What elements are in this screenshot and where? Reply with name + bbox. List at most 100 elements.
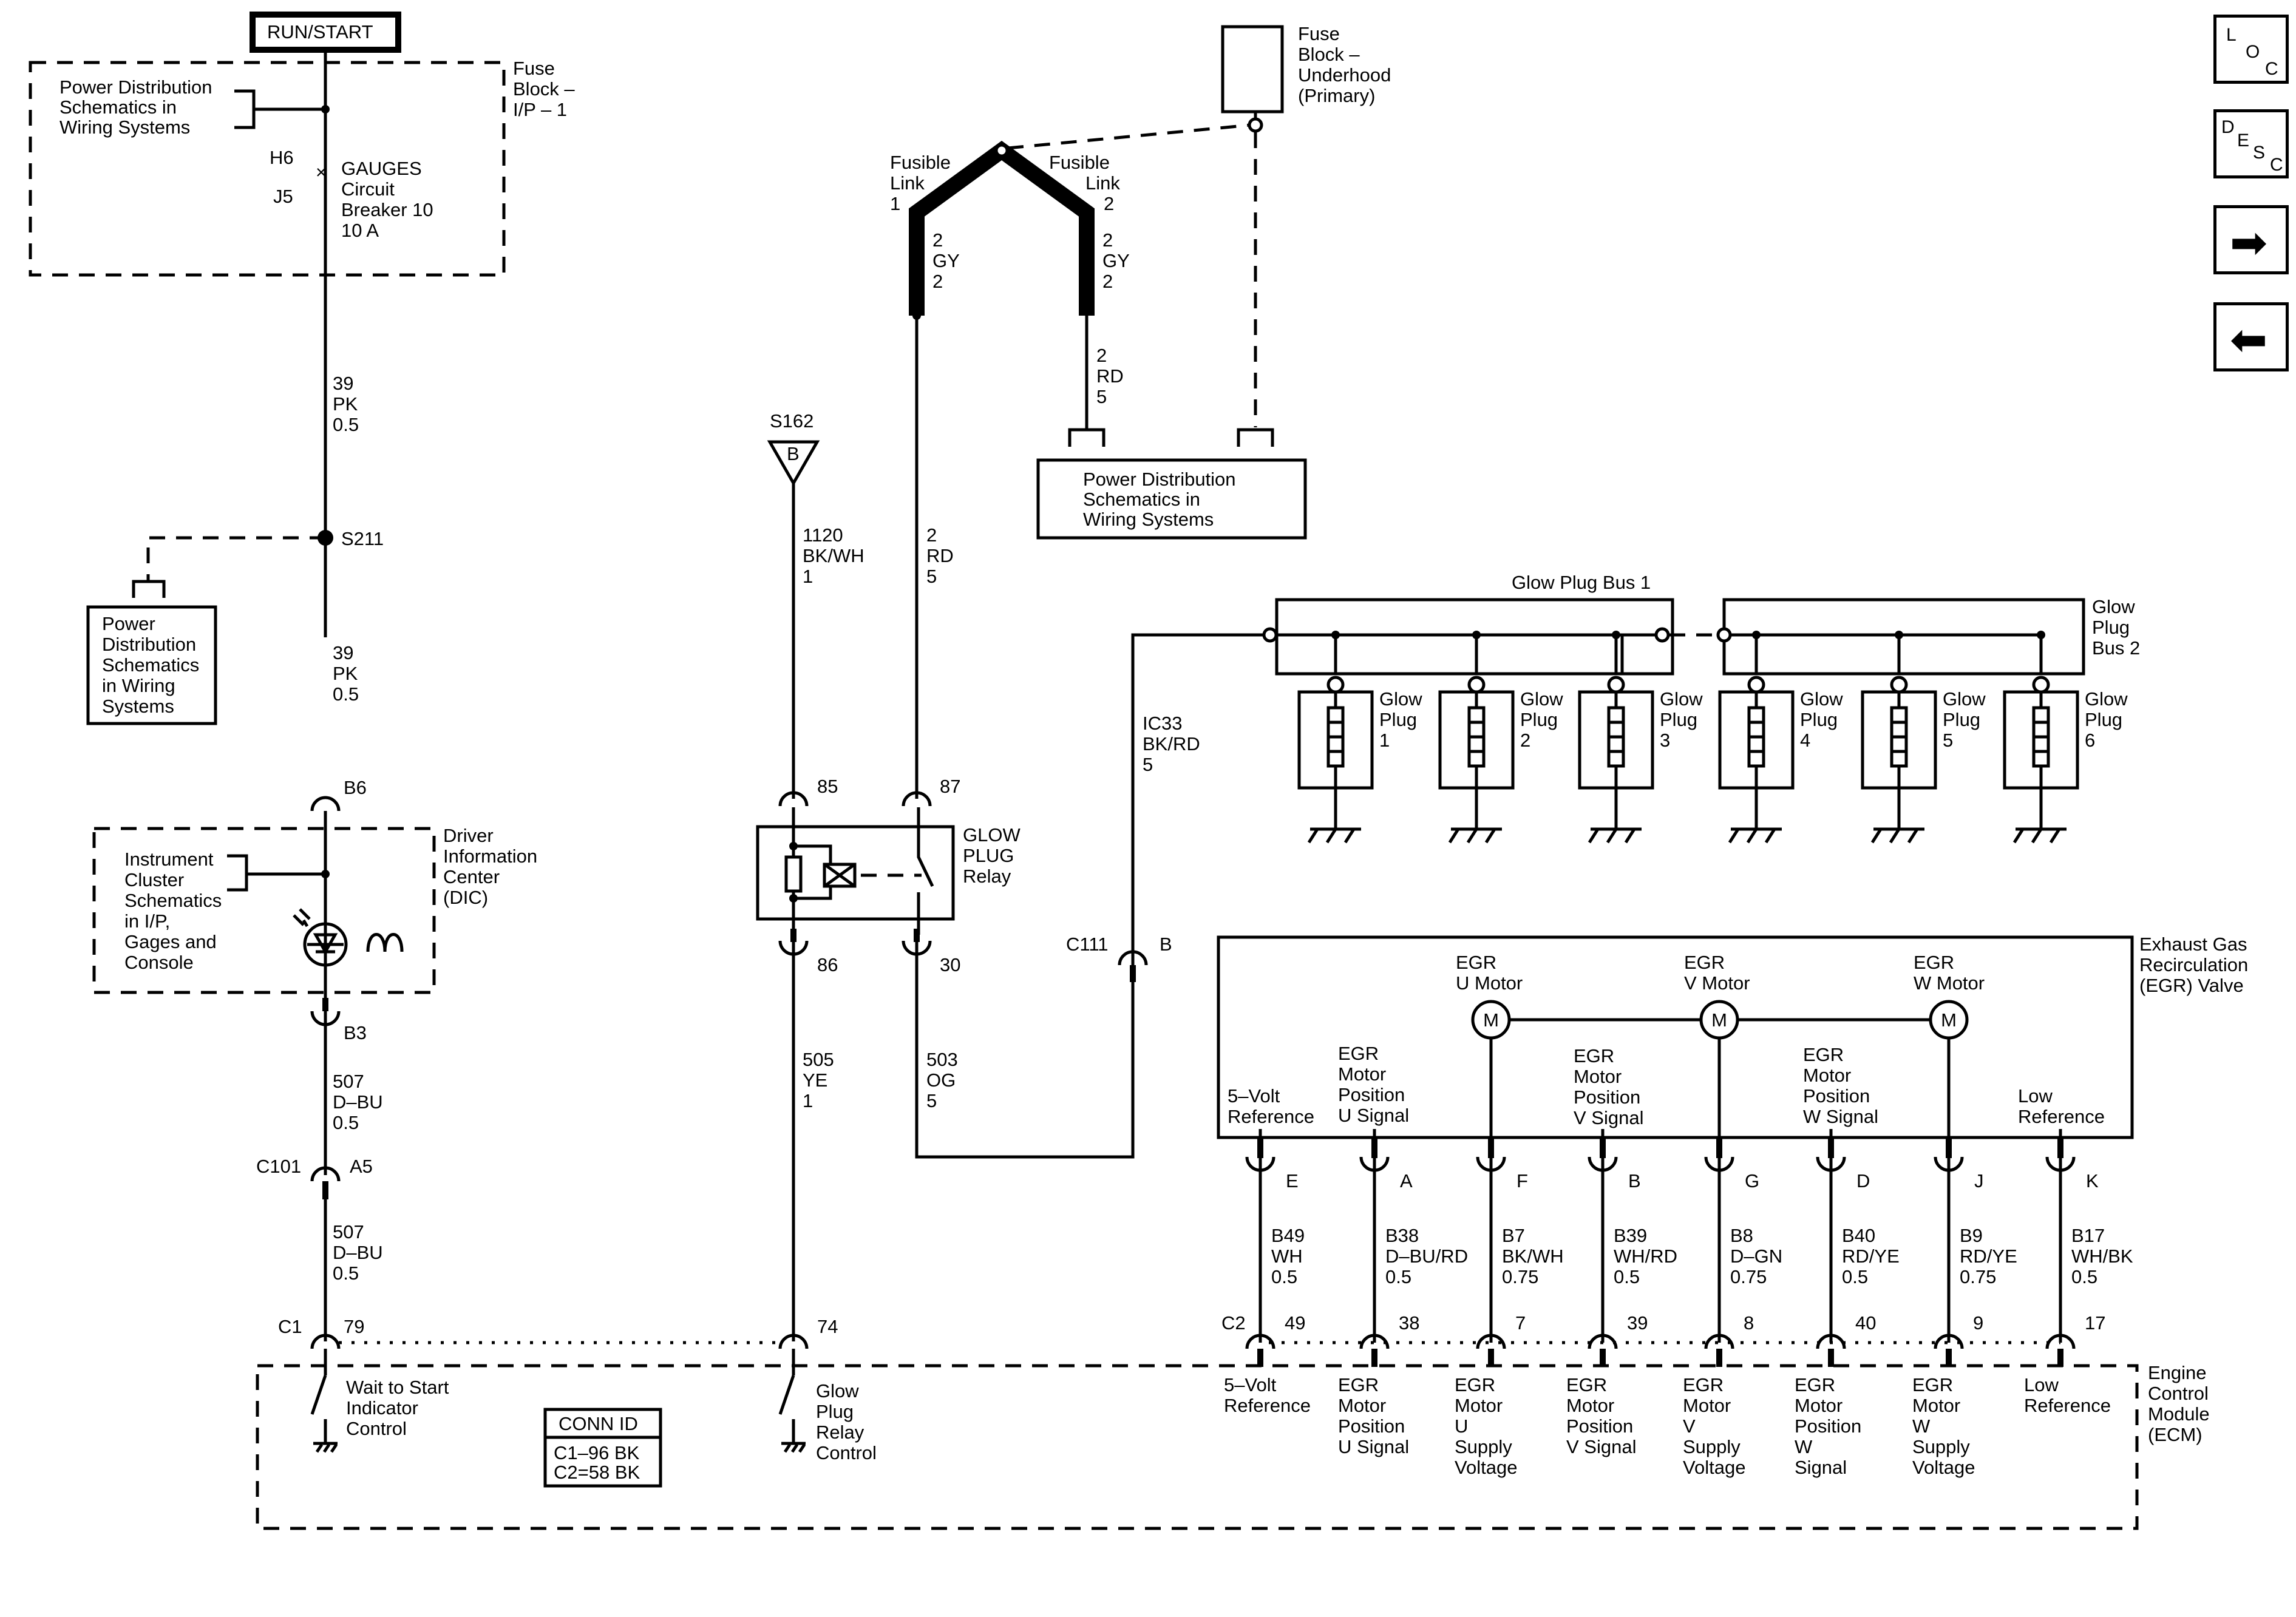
- bus1-label: Glow Plug Bus 1: [1512, 572, 1651, 593]
- pin-label: J: [1974, 1170, 1984, 1192]
- description-button[interactable]: D E S C: [2213, 109, 2289, 178]
- c101-label: C101: [256, 1156, 301, 1177]
- conn-title: CONN ID: [559, 1413, 638, 1434]
- loc-c: C: [2265, 59, 2278, 79]
- h6-label: H6: [270, 147, 294, 168]
- pin-label: K: [2086, 1170, 2099, 1192]
- motor-m-label: M: [1941, 1009, 1957, 1031]
- next-button[interactable]: ➡: [2213, 205, 2289, 274]
- location-button[interactable]: L O C: [2213, 15, 2289, 84]
- p86-label: 86: [817, 954, 838, 975]
- pin-label: A: [1400, 1170, 1413, 1192]
- conn-id-box: [543, 1408, 662, 1488]
- desc-d: D: [2221, 117, 2235, 137]
- loc-o: O: [2246, 42, 2260, 62]
- c2-pin-label: 49: [1285, 1312, 1305, 1334]
- fuse-block-ip-box: [29, 61, 506, 277]
- indicator-lamp: [303, 922, 348, 967]
- c111-pin: B: [1160, 934, 1172, 955]
- b6-label: B6: [344, 777, 367, 798]
- c2-label: C2: [1221, 1312, 1246, 1334]
- c111-label: C111: [1066, 934, 1109, 955]
- pin-label: G: [1745, 1170, 1759, 1192]
- next-arrow-icon: ➡: [2230, 217, 2268, 269]
- p30-label: 30: [940, 954, 960, 975]
- dic-box: [92, 827, 436, 994]
- previous-button[interactable]: ⬅: [2213, 302, 2289, 371]
- c1-label: C1: [278, 1316, 302, 1337]
- conn-c1: C1–96 BK: [554, 1442, 640, 1463]
- s162-triangle: [767, 440, 820, 487]
- p74-label: 74: [817, 1316, 838, 1337]
- c2-pin-label: 9: [1973, 1312, 1983, 1334]
- pin-label: D: [1856, 1170, 1870, 1192]
- desc-s: S: [2253, 143, 2266, 163]
- c2-pin-label: 38: [1399, 1312, 1419, 1334]
- desc-e: E: [2237, 131, 2250, 151]
- pin-label: B: [1628, 1170, 1641, 1192]
- a5-label: A5: [350, 1156, 373, 1177]
- glow-plug-bus-2: [1722, 598, 2085, 676]
- egr-valve-box: [1217, 935, 2134, 1139]
